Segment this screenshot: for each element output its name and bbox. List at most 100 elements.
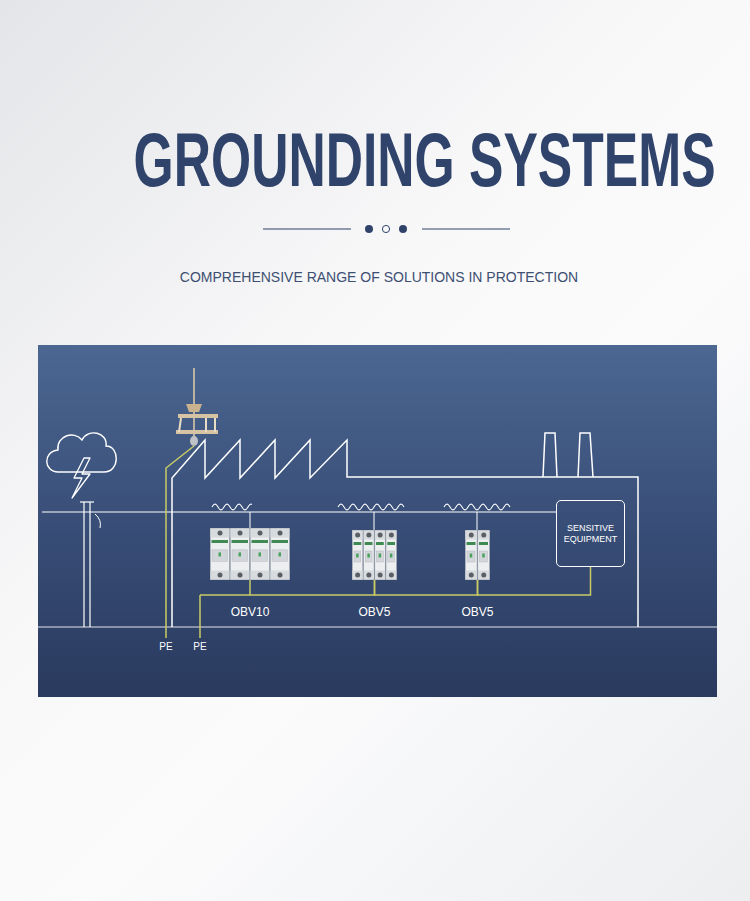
surge-protector: OBV5 <box>465 530 490 580</box>
terminal-band <box>353 571 363 580</box>
brand-strip <box>232 540 249 543</box>
terminal-band <box>271 571 290 580</box>
surge-wave <box>444 504 510 510</box>
status-indicator <box>470 554 473 558</box>
spd-drawing <box>352 530 397 580</box>
brand-strip <box>376 542 384 545</box>
pe-conductor <box>166 446 194 638</box>
status-indicator <box>356 554 359 558</box>
terminal-screw <box>355 573 360 578</box>
surge-protector: OBV10 <box>210 528 290 580</box>
terminal-band <box>386 571 396 580</box>
spd-drawing <box>210 528 290 580</box>
air-terminal-frame <box>205 418 207 432</box>
air-terminal-base <box>190 436 198 446</box>
air-terminal-frame <box>179 418 181 432</box>
brand-strip <box>252 540 269 543</box>
spd-pole <box>364 530 374 579</box>
surge-protector: OBV5 <box>352 530 397 580</box>
title-wrap: GROUNDING SYSTEMS <box>0 122 750 198</box>
terminal-band <box>466 531 477 540</box>
feed-wire <box>477 512 478 530</box>
status-indicator <box>239 552 242 556</box>
module-window <box>354 551 361 562</box>
terminal-screw <box>366 533 371 538</box>
terminal-screw <box>481 533 486 538</box>
divider-dot <box>382 225 389 232</box>
device-label: OBV5 <box>358 605 390 619</box>
panel <box>38 345 717 697</box>
pole-wire <box>95 514 100 528</box>
pole-body <box>375 530 385 579</box>
surge-wave <box>338 504 404 510</box>
pe-label: PE <box>159 641 172 653</box>
module-window <box>377 551 384 562</box>
module-window <box>388 551 395 562</box>
title: GROUNDING SYSTEMS <box>134 122 716 198</box>
terminal-band <box>364 571 374 580</box>
divider-dot <box>399 225 407 233</box>
terminal-screw <box>378 533 383 538</box>
pole-body <box>230 528 249 579</box>
brand-strip <box>467 542 476 545</box>
brand-strip <box>479 542 488 545</box>
terminal-band <box>251 571 270 580</box>
pole-body <box>386 530 396 579</box>
pole-crossarm <box>80 501 94 502</box>
terminal-band <box>375 571 385 580</box>
pe-bus-connector <box>250 580 375 595</box>
terminal-band <box>478 571 489 580</box>
terminal-band <box>271 529 290 538</box>
terminal-band <box>353 531 363 540</box>
brand-strip <box>212 540 229 543</box>
feed-wire <box>374 512 375 530</box>
terminal-screw <box>238 573 243 578</box>
pole-body <box>364 530 374 579</box>
spd-pole <box>386 530 396 579</box>
spd-pole <box>210 528 229 579</box>
divider-dot <box>365 225 373 233</box>
terminal-screw <box>389 573 394 578</box>
module-window <box>480 551 488 562</box>
terminal-band <box>364 531 374 540</box>
device-label: OBV10 <box>231 605 270 619</box>
terminal-screw <box>238 531 243 536</box>
module-window <box>365 551 372 562</box>
equipment-label: SENSITIVE EQUIPMENT <box>557 523 624 545</box>
air-terminal-head <box>186 404 202 412</box>
spd-pole <box>270 528 289 579</box>
device-label: OBV5 <box>461 605 493 619</box>
spd-pole <box>478 530 490 579</box>
pe-bus <box>200 594 250 596</box>
brand-strip <box>354 542 362 545</box>
status-indicator <box>390 554 393 558</box>
feed-wire <box>250 512 251 528</box>
spd-pole <box>352 530 362 579</box>
terminal-screw <box>278 573 283 578</box>
divider-line <box>422 228 510 229</box>
status-indicator <box>482 554 485 558</box>
pole-body <box>270 528 289 579</box>
terminal-screw <box>355 533 360 538</box>
air-terminal-frame <box>178 414 218 418</box>
pole-body <box>210 528 229 579</box>
terminal-screw <box>469 533 474 538</box>
spd-pole <box>250 528 269 579</box>
status-indicator <box>279 552 282 556</box>
terminal-screw <box>278 531 283 536</box>
module-window <box>232 550 248 561</box>
terminal-band <box>231 571 250 580</box>
terminal-band <box>478 531 489 540</box>
terminal-band <box>211 529 230 538</box>
terminal-band <box>386 531 396 540</box>
air-terminal-frame <box>214 418 216 432</box>
spd-pole <box>375 530 385 579</box>
equipment-box: SENSITIVE EQUIPMENT <box>556 500 625 567</box>
module-window <box>467 551 475 562</box>
lightning-bolt <box>72 458 90 498</box>
module-window <box>252 550 268 561</box>
pe-bus-connector <box>375 580 478 595</box>
pole-body <box>478 530 490 579</box>
terminal-screw <box>366 573 371 578</box>
ground-line <box>38 626 717 627</box>
